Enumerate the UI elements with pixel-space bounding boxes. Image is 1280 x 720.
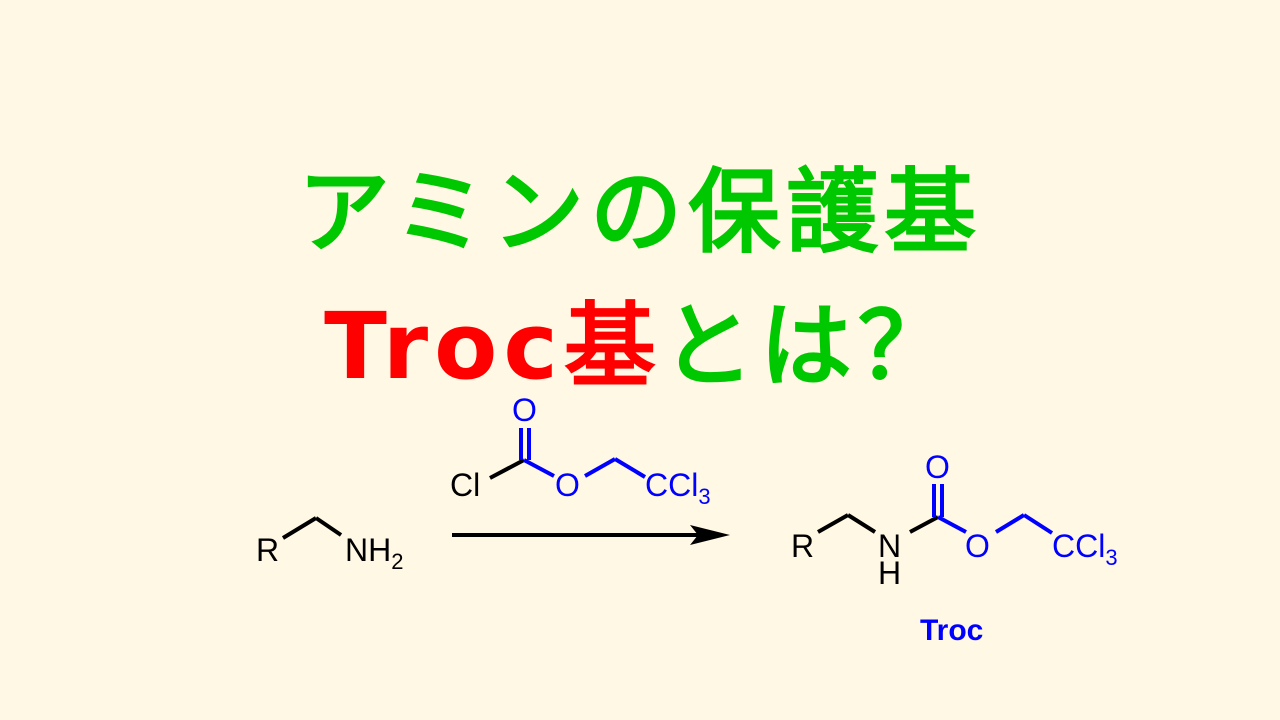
product-n-label: N — [878, 528, 901, 564]
nh2-label: NH2 — [345, 532, 403, 574]
title-question: とは？ — [661, 293, 956, 400]
troc-protected-amine: R N H O O CCl3 Troc — [791, 449, 1118, 647]
title-troc-group: Troc基 — [324, 293, 662, 400]
starting-amine: R NH2 — [256, 516, 403, 574]
troc-chloride-reagent: Cl O O CCl3 — [450, 392, 711, 509]
title-line-1: アミンの保護基 — [297, 159, 983, 266]
cl-label: Cl — [450, 467, 480, 503]
ester-o: O — [555, 467, 580, 503]
troc-label: Troc — [920, 614, 983, 647]
product-h-label: H — [878, 555, 901, 591]
carbonyl-o: O — [512, 392, 537, 428]
title-line-2: Troc基とは？ — [0, 272, 1280, 405]
r-label: R — [256, 532, 279, 568]
product-carbonyl-o: O — [925, 449, 950, 485]
ccl3-label: CCl3 — [645, 467, 711, 509]
arrow-head-icon — [690, 525, 730, 545]
product-ester-o: O — [965, 528, 990, 564]
product-ccl3-label: CCl3 — [1052, 528, 1118, 570]
product-r-label: R — [791, 528, 814, 564]
